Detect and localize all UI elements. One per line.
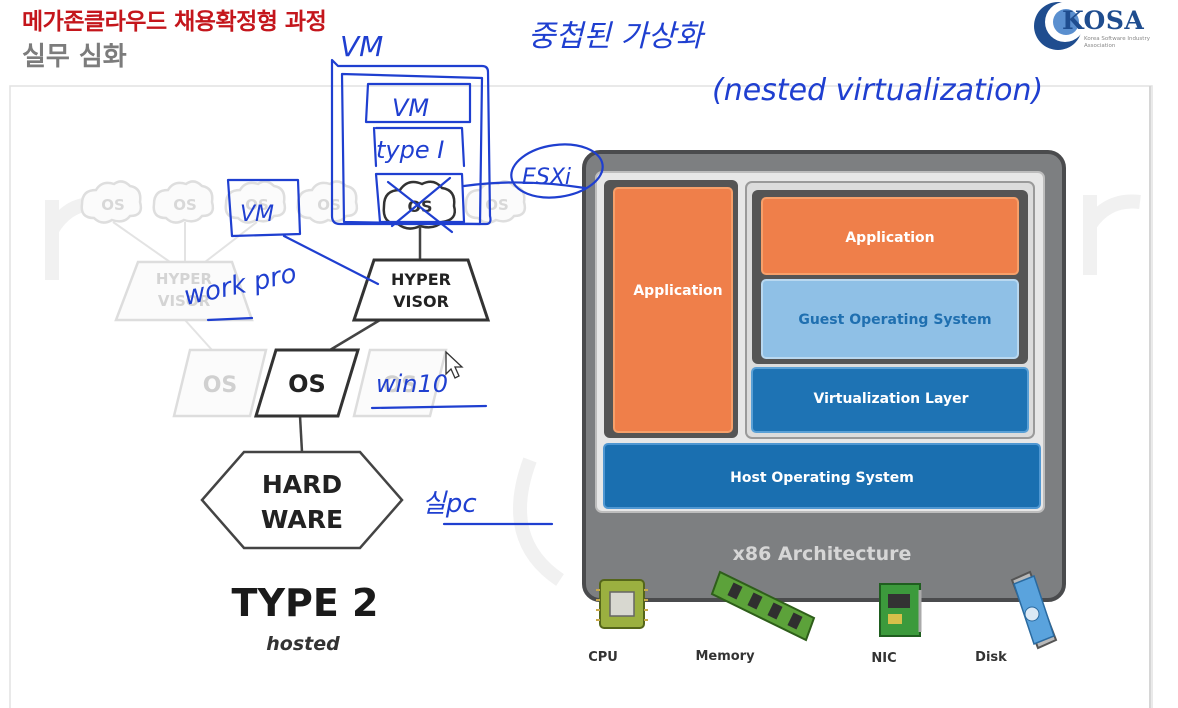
connector-lines bbox=[298, 226, 422, 453]
disk-icon bbox=[1010, 570, 1058, 650]
ghost-os-box bbox=[172, 348, 268, 418]
hardware-hexagon bbox=[200, 450, 404, 550]
vm-link-line bbox=[282, 234, 380, 286]
annotation-esxi: ESXi bbox=[522, 165, 571, 190]
left-application-box bbox=[613, 187, 733, 433]
type1-box-top bbox=[372, 126, 466, 168]
hardware-line2: WARE bbox=[261, 505, 343, 534]
os-box bbox=[253, 348, 361, 418]
hardware-label-memory: Memory bbox=[695, 649, 755, 664]
guest-application-box bbox=[761, 197, 1019, 275]
type2-title: TYPE 2 bbox=[232, 581, 379, 625]
hypervisor-line1: HYPER bbox=[391, 270, 451, 289]
ghost-hypervisor-line1: HYPER bbox=[156, 270, 213, 288]
win10-underline bbox=[370, 404, 488, 410]
ghost-lines bbox=[112, 221, 258, 351]
ghost-os-label: OS bbox=[485, 196, 509, 214]
hypervisor-line2: VISOR bbox=[393, 292, 449, 311]
ghost-cloud-row bbox=[80, 180, 527, 224]
virtualization-layer-label: Virtualization Layer bbox=[813, 391, 968, 407]
vm-outline-box bbox=[330, 58, 492, 226]
annotation-vm-box: VM bbox=[392, 94, 429, 122]
ghost-hypervisor-line2: VISOR bbox=[158, 292, 211, 310]
annotation-vm-top: VM bbox=[340, 30, 383, 63]
kosa-logo-icon bbox=[1034, 2, 1085, 50]
vm-inner-box bbox=[364, 82, 472, 124]
type2-subtitle: hosted bbox=[266, 633, 340, 655]
ghost-os-label: OS bbox=[245, 196, 269, 214]
os-cross-box bbox=[374, 172, 466, 224]
work-underline bbox=[206, 316, 254, 322]
memory-icon bbox=[710, 570, 816, 642]
os-cross-mark bbox=[386, 176, 454, 234]
guest-os-label: Guest Operating System bbox=[798, 312, 991, 328]
ghost-os-box bbox=[352, 348, 448, 418]
logo-text: KOSA bbox=[1062, 6, 1145, 35]
annotation-type1: type I bbox=[376, 136, 444, 164]
annotation-vm-left: VM bbox=[240, 202, 274, 227]
annotation-win10: win10 bbox=[376, 370, 448, 398]
hardware-label-nic: NIC bbox=[871, 651, 896, 666]
left-application-label: Application bbox=[633, 283, 722, 299]
logo-tagline: Korea Software Industry Association bbox=[1084, 36, 1150, 49]
annotation-real-pc: 실pc bbox=[422, 489, 477, 519]
hardware-label-disk: Disk bbox=[975, 650, 1007, 665]
vm-left-box bbox=[226, 178, 302, 238]
esxi-circle bbox=[510, 143, 604, 199]
hypervisor-box bbox=[351, 258, 491, 322]
ghost-os-label: OS bbox=[317, 196, 341, 214]
ghost-os-label: OS bbox=[101, 196, 125, 214]
esxi-arrow bbox=[462, 181, 587, 190]
ghost-os-left: OS bbox=[203, 373, 238, 398]
hardware-line1: HARD bbox=[262, 470, 342, 499]
handwritten-annotations bbox=[206, 58, 604, 526]
type1-outline-box bbox=[340, 72, 484, 226]
ghost-os-right: OS bbox=[383, 373, 418, 398]
host-os-label: Host Operating System bbox=[730, 470, 914, 486]
background-watermark bbox=[45, 194, 1141, 586]
course-subtitle: 실무 심화 bbox=[22, 42, 127, 72]
os-label: OS bbox=[288, 370, 326, 398]
virtualization-layer-box bbox=[751, 367, 1029, 433]
annotation-nested-ko: 중첩된 가상화 bbox=[528, 19, 706, 54]
ghost-os-label: OS bbox=[173, 196, 197, 214]
ghost-hypervisor bbox=[114, 260, 254, 322]
cpu-icon bbox=[596, 579, 648, 629]
guest-os-box bbox=[761, 279, 1019, 359]
nic-icon bbox=[879, 583, 922, 637]
architecture-diagram: Application Application Guest Operating … bbox=[582, 150, 1066, 666]
annotation-nested-en: (nested virtualization) bbox=[712, 73, 1043, 108]
type2-diagram: OS OS OS OS OS HYPER VISOR OS OS bbox=[80, 180, 527, 655]
guest-application-label: Application bbox=[845, 230, 934, 246]
mouse-cursor-icon bbox=[445, 350, 464, 379]
hardware-label-cpu: CPU bbox=[588, 650, 618, 665]
host-os-box bbox=[603, 443, 1041, 509]
course-title: 메가존클라우드 채용확정형 과정 bbox=[22, 9, 327, 35]
x86-architecture-label: x86 Architecture bbox=[733, 543, 912, 565]
